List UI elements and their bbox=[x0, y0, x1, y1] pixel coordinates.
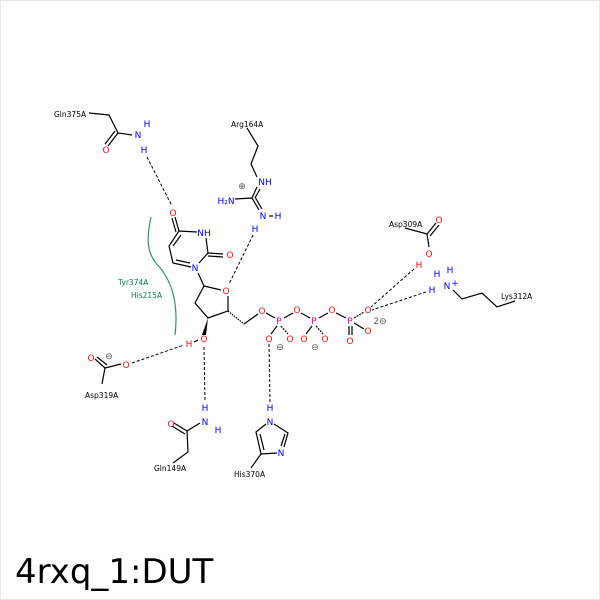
ligand-sugar: O O H bbox=[186, 272, 259, 350]
hydrogen-bond bbox=[268, 343, 271, 403]
hydrogen-bond bbox=[371, 291, 427, 311]
atom-label: O bbox=[258, 307, 265, 317]
residue-label: Asp309A bbox=[389, 220, 423, 229]
atom-label: O bbox=[321, 335, 328, 345]
atom-label: H bbox=[447, 266, 454, 276]
atom-label: P bbox=[347, 317, 353, 327]
atom-label: O bbox=[122, 361, 129, 371]
atom-label: H bbox=[429, 286, 436, 296]
atom-label: O bbox=[87, 354, 94, 364]
hydrogen-bond bbox=[203, 346, 206, 403]
atom-label: H bbox=[144, 120, 151, 130]
atom-label: H₂N bbox=[217, 197, 234, 207]
atom-label: O bbox=[300, 335, 307, 345]
atom-label: H bbox=[267, 404, 274, 414]
ligand-triphosphate: O P O P O P O O O O O O O 2⊖ ⊖ ⊖ bbox=[258, 306, 386, 353]
hydrogen-bond bbox=[228, 234, 254, 285]
atom-label: O bbox=[226, 251, 233, 261]
atom-label: N bbox=[135, 131, 142, 141]
atom-label: O bbox=[200, 335, 207, 345]
charge-label: ⊕ bbox=[238, 182, 246, 192]
residue-asp309: Asp309A O O H bbox=[389, 216, 443, 271]
atom-label: O bbox=[265, 335, 272, 345]
atom-label: O bbox=[222, 287, 229, 297]
residue-lys312: H H N + H Lys312A bbox=[429, 266, 533, 308]
atom-label: H bbox=[434, 270, 441, 280]
atom-label: O bbox=[102, 146, 109, 156]
atom-label: O bbox=[293, 306, 300, 316]
atom-label: H bbox=[252, 225, 259, 235]
atom-label: O bbox=[167, 420, 174, 430]
hydrogen-bond bbox=[131, 344, 185, 364]
residue-asp319: O ⊖ O Asp319A bbox=[85, 352, 130, 400]
charge-label: 2⊖ bbox=[373, 317, 386, 327]
atom-label: O bbox=[425, 250, 432, 260]
ligand-base: O NH O N bbox=[168, 209, 234, 274]
atom-label: N bbox=[192, 264, 199, 274]
atom-label: N bbox=[278, 449, 285, 459]
atom-label: O bbox=[435, 216, 442, 226]
charge-label: ⊖ bbox=[105, 352, 113, 362]
atom-label: H bbox=[416, 261, 423, 271]
atom-label: N bbox=[260, 212, 267, 222]
residue-gln375: Gln375A O N H H bbox=[54, 110, 150, 156]
atom-label: P bbox=[276, 317, 282, 327]
charge-label: + bbox=[451, 279, 459, 289]
atom-label: O bbox=[286, 335, 293, 345]
atom-label: H bbox=[186, 340, 193, 350]
charge-label: ⊖ bbox=[311, 343, 319, 353]
diagram-title: 4rxq_1:DUT bbox=[15, 552, 214, 592]
atom-label: N bbox=[444, 282, 451, 292]
atom-label: N bbox=[267, 418, 274, 428]
atom-label: O bbox=[364, 327, 371, 337]
atom-label: O bbox=[364, 306, 371, 316]
atom-label: NH bbox=[258, 178, 272, 188]
hydrogen-bond bbox=[146, 156, 173, 207]
atom-label: NH bbox=[197, 229, 211, 239]
hydrophobic-label: Tyr374A bbox=[117, 278, 149, 287]
residue-label: Asp319A bbox=[85, 391, 119, 400]
atom-label: O bbox=[169, 209, 176, 219]
hydrogen-bond bbox=[370, 268, 415, 308]
atom-label: O bbox=[346, 337, 353, 347]
residue-gln149: H N H O Gln149A bbox=[154, 404, 221, 473]
residue-label: Lys312A bbox=[501, 292, 533, 301]
residue-label: Gln149A bbox=[154, 464, 187, 473]
atom-label: H bbox=[275, 212, 282, 222]
residue-label: Arg164A bbox=[231, 120, 264, 129]
atom-label: H bbox=[215, 426, 222, 436]
atom-label: P bbox=[311, 317, 317, 327]
atom-label: H bbox=[202, 404, 209, 414]
hydrophobic-contact-arc bbox=[147, 216, 177, 336]
residue-arg164: Arg164A NH ⊕ H₂N N H H bbox=[217, 120, 281, 235]
charge-label: ⊖ bbox=[276, 343, 284, 353]
atom-label: N bbox=[202, 418, 209, 428]
residue-his370: H N N His370A bbox=[234, 404, 289, 479]
residue-label: Gln375A bbox=[54, 110, 87, 119]
atom-label: O bbox=[328, 306, 335, 316]
atom-label: H bbox=[141, 146, 148, 156]
residue-label: His370A bbox=[234, 470, 266, 479]
hydrophobic-label: His215A bbox=[131, 291, 163, 300]
